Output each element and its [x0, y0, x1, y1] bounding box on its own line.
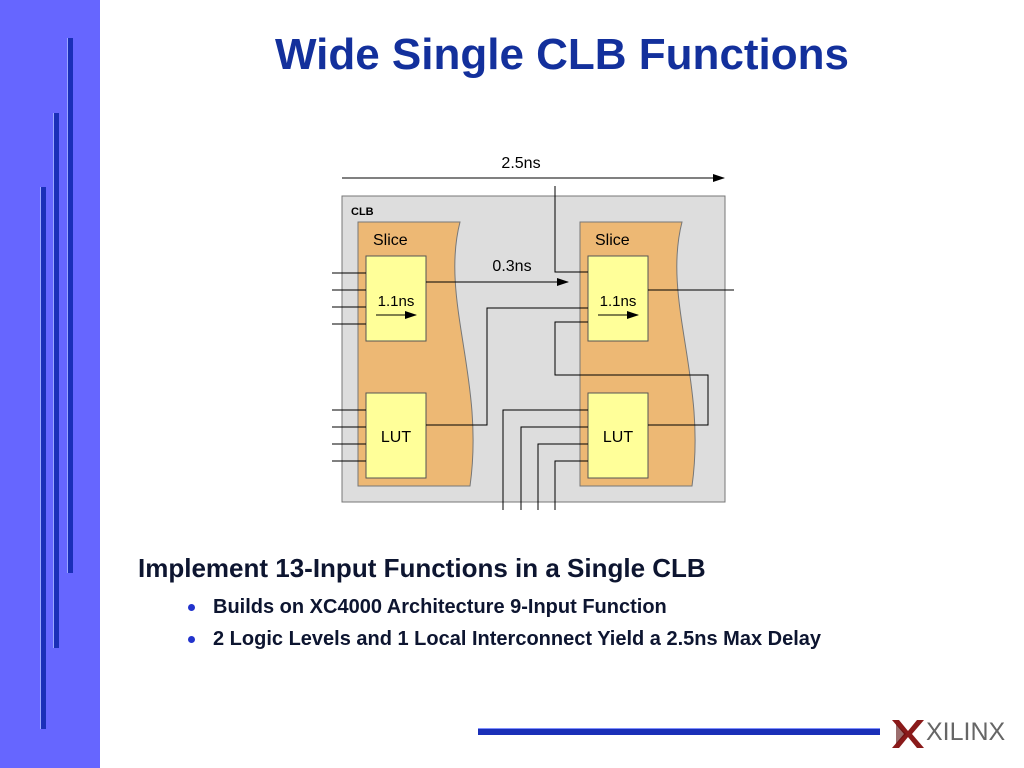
bullet-text: Builds on XC4000 Architecture 9-Input Fu… [213, 596, 667, 618]
xilinx-x-icon [892, 720, 924, 748]
slice-left-upper-delay: 1.1ns [378, 293, 415, 310]
sidebar-decoration [0, 0, 100, 768]
bullet-item: Builds on XC4000 Architecture 9-Input Fu… [186, 593, 821, 625]
bullet-icon [188, 636, 195, 643]
sidebar-stripe [67, 38, 73, 573]
slice-right-lut-box [587, 392, 649, 479]
bullet-text: 2 Logic Levels and 1 Local Interconnect … [213, 628, 822, 650]
slice-left-label: Slice [373, 232, 408, 249]
xilinx-logo-text: XILINX [926, 718, 1006, 746]
wiring [332, 186, 734, 510]
slice-left-upper-box [365, 255, 427, 342]
clb-label: CLB [351, 206, 374, 218]
clb-diagram: 2.5ns CLB Slice 1.1ns LUT Slice 1.1ns LU… [332, 155, 734, 510]
slice-left-lut-label: LUT [381, 429, 411, 446]
bullet-icon [188, 604, 195, 611]
total-delay-label: 2.5ns [501, 155, 540, 172]
sidebar-stripe [53, 113, 59, 648]
interconnect-delay-label: 0.3ns [492, 258, 531, 275]
slice-right-upper-delay: 1.1ns [600, 293, 637, 310]
slice-right-label: Slice [595, 232, 630, 249]
slide-title: Wide Single CLB Functions [274, 30, 850, 79]
slice-right-upper-box [587, 255, 649, 342]
slice-right-lut-label: LUT [603, 429, 633, 446]
xilinx-logo: XILINX [888, 712, 1008, 752]
slice-left-lut-box [365, 392, 427, 479]
footer-rule [478, 728, 880, 735]
bullet-list: Builds on XC4000 Architecture 9-Input Fu… [186, 593, 821, 657]
main-point: Implement 13-Input Functions in a Single… [138, 553, 706, 583]
bullet-item: 2 Logic Levels and 1 Local Interconnect … [186, 625, 821, 657]
sidebar-stripe [40, 187, 46, 729]
